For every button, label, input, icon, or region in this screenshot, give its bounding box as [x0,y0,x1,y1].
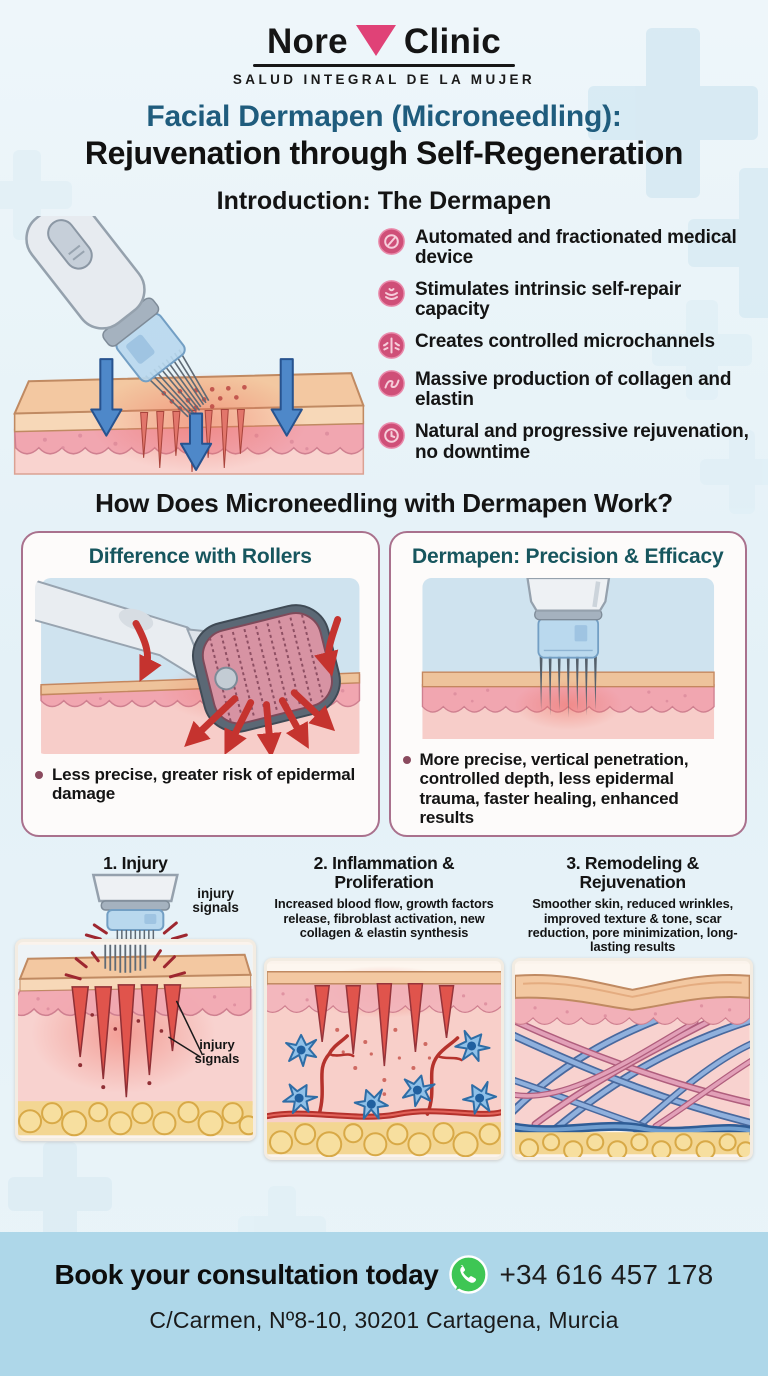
collagen-icon [378,370,405,397]
title-line-2: Rejuvenation through Self-Regeneration [84,134,684,171]
background-cross-decoration [588,28,758,198]
card-title: Dermapen: Precision & Efficacy [412,544,724,568]
bullet-dot [35,770,43,779]
card-rollers: Difference with Rollers [21,530,380,837]
card-bullet-text: More precise, vertical penetration, cont… [419,750,689,827]
background-cross-decoration [8,1142,112,1246]
step-inflammation: 2. Inflammation & Proliferation Increase… [263,852,505,1161]
phone-number[interactable]: +34 616 457 178 [499,1258,714,1290]
card-title: Difference with Rollers [88,544,312,568]
intro-bullet-text: Natural and progressive rejuvenation, no… [415,421,749,463]
step-injury: 1. Injury [15,852,256,1161]
intro-bullet-text: Massive production of collagen and elast… [415,368,732,411]
whatsapp-icon[interactable] [449,1255,489,1294]
background-cross-decoration [700,430,768,514]
title-line-1: Facial Dermapen (Microneedling): [146,100,622,133]
intro-bullet: Stimulates intrinsic self-repair capacit… [378,278,750,321]
logo-tagline: SALUD INTEGRAL DE LA MUJER [232,72,536,87]
background-cross-decoration [688,168,768,318]
injury-pen-illustration: injury signals [15,873,256,940]
step-description: Smoother skin, reduced wrinkles, improve… [527,896,738,955]
step-remodeling: 3. Remodeling & Rejuvenation Smoother sk… [512,852,754,1161]
intro-bullet-text: Creates controlled microchannels [415,330,715,352]
steps-section: 1. Injury [0,852,768,1161]
card-bullet-text: Less precise, greater risk of epidermal … [52,764,356,804]
cta-text: Book your consultation today [54,1258,439,1290]
step-description: Increased blood flow, growth factors rel… [274,896,494,941]
intro-heading: Introduction: The Dermapen [216,186,552,215]
inflammation-illustration [263,958,505,1161]
card-bullet: More precise, vertical penetration, cont… [402,750,734,827]
clinic-logo: Nore Clinic SALUD INTEGRAL DE LA MUJER [0,0,768,87]
footer-contact-bar: Book your consultation today +34 616 457… [0,1232,768,1376]
step-title: 2. Inflammation & Proliferation [313,852,455,893]
background-cross-decoration [652,300,752,400]
intro-bullet-list: Automated and fractionated medical devic… [376,216,764,463]
intro-bullet-text: Automated and fractionated medical devic… [415,226,737,269]
injury-illustration: injury signals [15,939,256,1142]
logo-triangle-icon [355,25,396,56]
card-bullet: Less precise, greater risk of epidermal … [35,765,366,803]
dermapen-precision-illustration [403,577,734,740]
dermapen-skin-svg [13,215,365,475]
step-title: 3. Remodeling & Rejuvenation [566,852,699,893]
intro-bullet: Natural and progressive rejuvenation, no… [378,421,750,463]
device-icon [378,228,405,255]
clinic-address: C/Carmen, Nº8-10, 30201 Cartagena, Murci… [149,1307,619,1333]
rejuvenation-clock-icon [378,422,405,449]
bullet-dot [402,756,411,765]
intro-bullet: Automated and fractionated medical devic… [378,226,750,269]
logo-name-left: Nore [266,22,348,61]
remodeling-illustration [512,958,754,1161]
how-section-heading: How Does Microneedling with Dermapen Wor… [95,487,673,518]
intro-bullet: Massive production of collagen and elast… [378,368,750,411]
injury-signals-label: injury signals [192,886,239,915]
logo-name: Nore Clinic [0,24,768,59]
injury-signals-label: injury signals [194,1037,240,1066]
step-title: 1. Injury [103,852,168,873]
dermapen-skin-illustration [4,215,376,478]
roller-illustration [35,577,366,754]
microchannels-icon [378,332,405,359]
card-dermapen: Dermapen: Precision & Efficacy [388,530,747,837]
page-title: Facial Dermapen (Microneedling): Rejuven… [0,100,768,172]
comparison-cards: Difference with Rollers [0,530,768,837]
intro-section: Introduction: The Dermapen [0,187,768,478]
logo-divider [253,64,515,67]
intro-bullet-text: Stimulates intrinsic self-repair capacit… [415,278,682,321]
self-repair-icon [378,280,405,307]
logo-name-right: Clinic [403,22,502,61]
intro-bullet: Creates controlled microchannels [378,330,750,359]
